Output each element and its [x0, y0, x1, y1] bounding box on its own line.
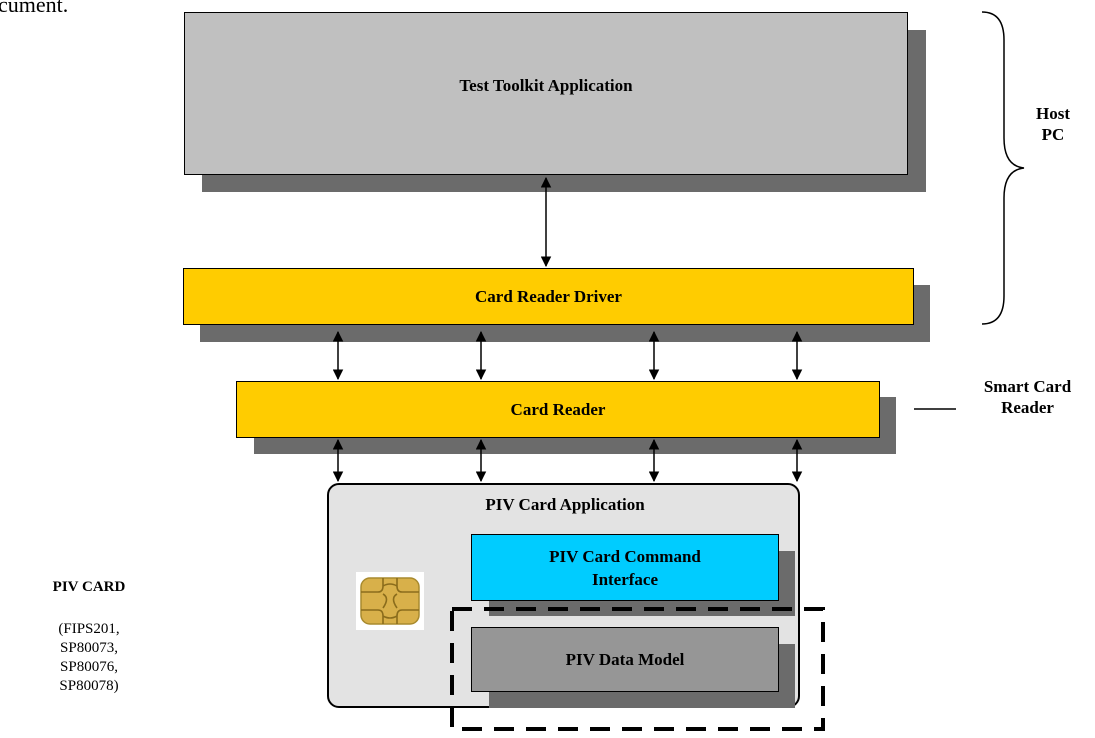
test-toolkit-application-box: Test Toolkit Application	[184, 12, 908, 175]
top-cutoff-text: cument.	[0, 0, 69, 17]
host-pc-brace	[981, 11, 1025, 325]
host-pc-label: Host PC	[1018, 103, 1088, 145]
piv-card-application-title: PIV Card Application	[485, 495, 645, 514]
card-reader-label: Card Reader	[510, 399, 606, 419]
smart-card-reader-label-line1: Smart Card	[983, 377, 1072, 396]
piv-data-model-label: PIV Data Model	[565, 649, 685, 669]
smart-card-chip-icon	[356, 572, 424, 630]
host-pc-label-line2: PC	[1041, 125, 1065, 144]
smart-card-reader-label-line2: Reader	[1001, 398, 1054, 417]
smart-card-reader-label: Smart Card Reader	[960, 376, 1095, 418]
test-toolkit-application-label: Test Toolkit Application	[459, 75, 633, 95]
piv-data-model-box: PIV Data Model	[471, 627, 779, 692]
spec-fips201: (FIPS201,	[58, 621, 120, 637]
piv-card-specs: (FIPS201, SP80073, SP80076, SP80078)	[24, 620, 154, 696]
spec-sp80073: SP80073,	[60, 640, 118, 656]
piv-card-side-title: PIV CARD	[52, 579, 126, 595]
piv-card-command-interface-box: PIV Card Command Interface	[471, 534, 779, 601]
data-model-dashed-border	[450, 607, 825, 731]
command-interface-label-line1: PIV Card Command	[549, 546, 701, 566]
card-reader-driver-label: Card Reader Driver	[475, 286, 622, 306]
command-interface-label-line2: Interface	[591, 569, 659, 589]
spec-sp80076: SP80076,	[60, 659, 118, 675]
spec-sp80078: SP80078)	[59, 678, 119, 694]
host-pc-label-line1: Host	[1036, 104, 1070, 123]
card-reader-box: Card Reader	[236, 381, 880, 438]
card-reader-driver-box: Card Reader Driver	[183, 268, 914, 325]
